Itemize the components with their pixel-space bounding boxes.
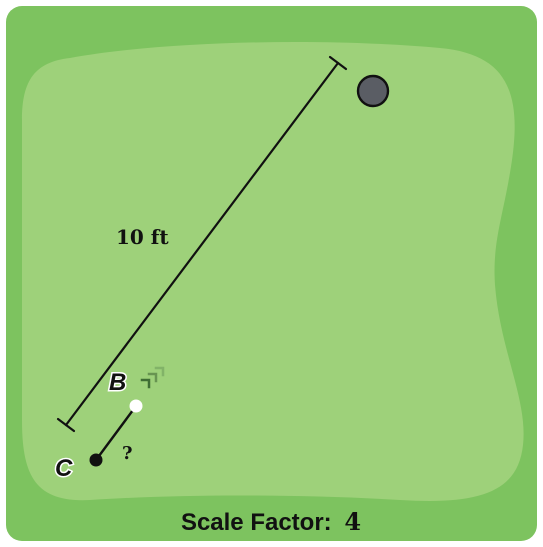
point-b-label: B xyxy=(109,369,126,396)
svg-text:Scale Factor: 4: Scale Factor: 4 xyxy=(181,507,361,536)
golf-ball-icon xyxy=(130,400,143,413)
point-c xyxy=(90,454,103,467)
distance-label: 10 ft xyxy=(116,225,169,249)
scale-factor-value: 4 xyxy=(344,507,361,536)
unknown-length-label: ? xyxy=(122,443,133,464)
scale-factor: Scale Factor: 4 xyxy=(181,507,361,536)
point-c-label: C xyxy=(55,455,73,482)
scale-factor-label: Scale Factor: xyxy=(181,509,332,536)
golf-hole-icon xyxy=(358,76,388,106)
putting-green xyxy=(22,42,524,501)
